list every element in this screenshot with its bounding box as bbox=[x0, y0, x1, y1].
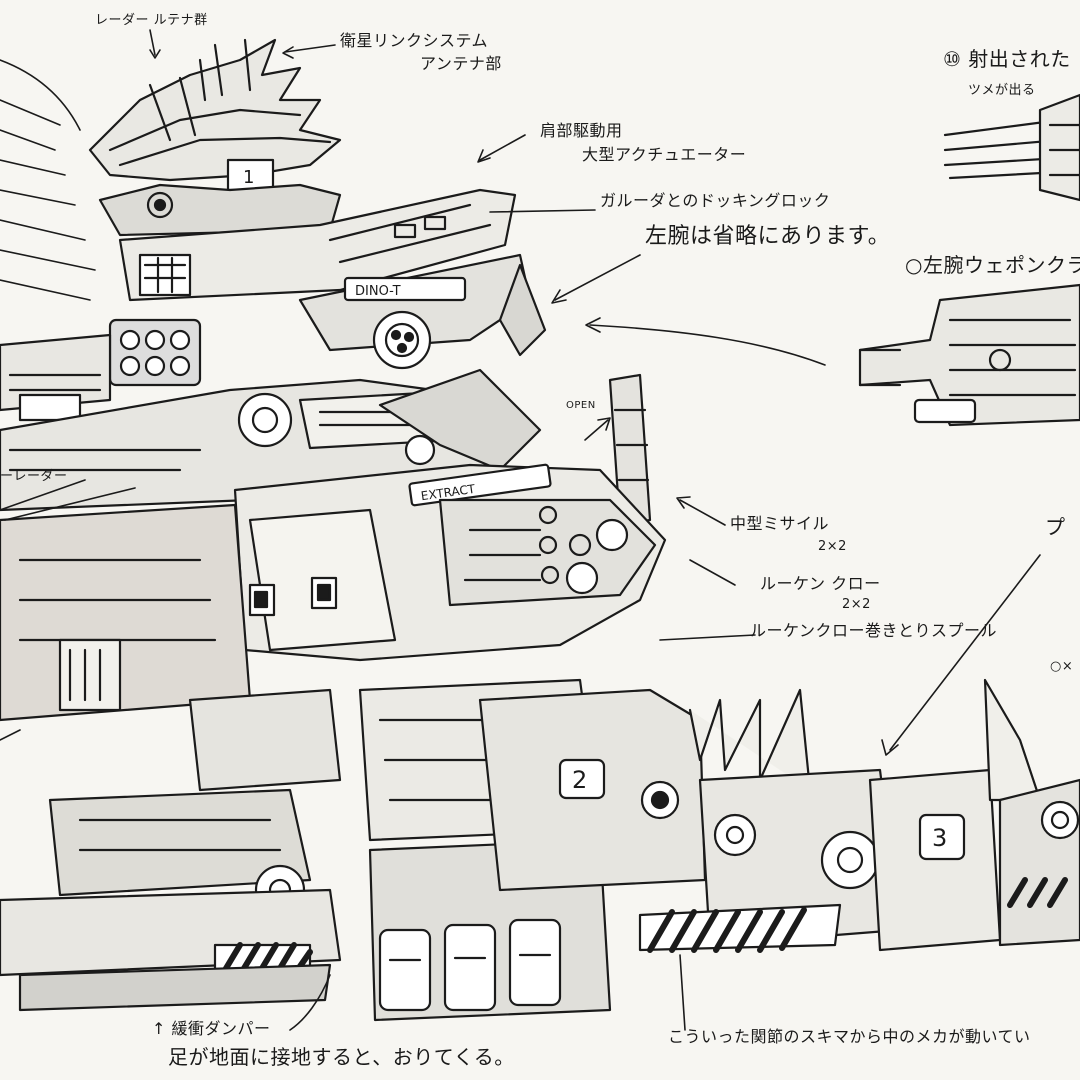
note-edge-x: ○× bbox=[1050, 659, 1074, 674]
note-missile-count: 2×2 bbox=[818, 539, 847, 554]
note-left-arm-weapon: ○左腕ウェポンクラ bbox=[905, 253, 1080, 277]
note-claw-out: ツメが出る bbox=[968, 83, 1036, 98]
note-radar-antenna: レーダー ルテナ群 bbox=[95, 13, 208, 28]
badge-1-label: 1 bbox=[243, 167, 254, 188]
note-radar-left: ーレーダー bbox=[0, 469, 68, 484]
claw-detail-sketch bbox=[943, 93, 1080, 202]
note-shoulder-actuator: 大型アクチュエーター bbox=[582, 145, 747, 164]
note-medium-missile: 中型ミサイル bbox=[730, 514, 830, 533]
note-hooken-reel-spool: ルーケンクロー巻きとりスプール bbox=[750, 621, 998, 640]
note-open: OPEN bbox=[566, 400, 596, 411]
badge-2-label: 2 bbox=[572, 766, 587, 794]
note-satellite-link: 衛星リンクシステム bbox=[340, 31, 489, 50]
note-edge-pu: プ bbox=[1045, 515, 1066, 539]
badge-3-label: 3 bbox=[932, 824, 947, 852]
tail-segments: 2 3 bbox=[478, 678, 1080, 953]
note-docking-lock: ガルーダとのドッキングロック bbox=[600, 191, 831, 210]
weapon-arm-sketch bbox=[858, 283, 1080, 427]
missile-pod bbox=[0, 318, 202, 422]
note-hooken-count: 2×2 bbox=[842, 597, 871, 612]
note-damper-description: 足が地面に接地すると、おりてくる。 bbox=[168, 1045, 515, 1069]
chest-plate-label: DINO-T bbox=[355, 284, 401, 299]
callout-leaders bbox=[0, 29, 1041, 1031]
note-joint-gap: こういった関節のスキマから中のメカが動いてい bbox=[668, 1027, 1031, 1046]
note-left-arm-omitted: 左腕は省略にあります。 bbox=[645, 224, 891, 249]
note-buffer-damper: ↑ 緩衝ダンパー bbox=[152, 1019, 271, 1038]
note-satellite-antenna: アンテナ部 bbox=[420, 54, 502, 73]
note-hooken-claw: ルーケン クロー bbox=[760, 574, 881, 593]
note-shoulder-drive: 肩部駆動用 bbox=[540, 121, 623, 140]
note-fired: ⑩ 射出された bbox=[943, 47, 1071, 71]
antenna-cluster: 1 bbox=[88, 38, 342, 237]
upper-torso: DINO-T bbox=[118, 188, 547, 370]
